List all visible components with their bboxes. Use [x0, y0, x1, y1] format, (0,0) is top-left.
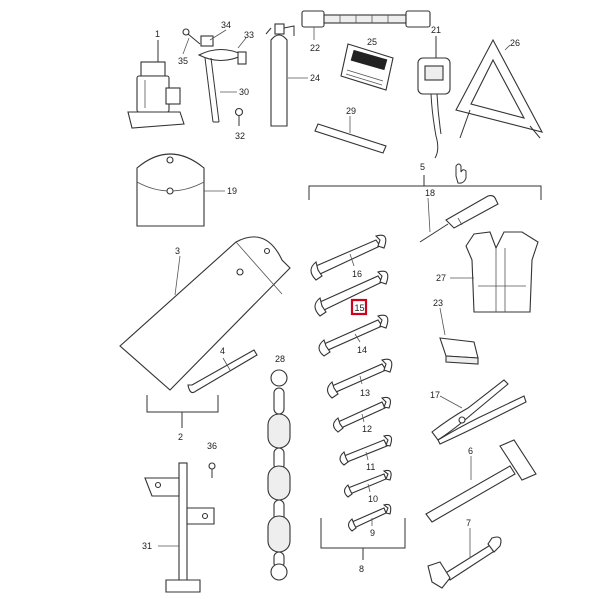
part-26-warning-triangle[interactable]	[455, 38, 544, 139]
callout-4: 4	[220, 346, 225, 356]
part-12-wrench[interactable]	[332, 396, 391, 433]
callout-30: 30	[239, 87, 249, 97]
callout-8: 8	[359, 564, 364, 574]
part-10-wrench[interactable]	[343, 469, 392, 498]
part-16-wrench[interactable]	[310, 234, 387, 281]
part-21-inspection-lamp[interactable]	[417, 36, 451, 159]
callout-16: 16	[352, 269, 362, 279]
callout-15-highlight[interactable]: 15	[350, 298, 368, 316]
callout-7: 7	[466, 518, 471, 528]
callout-6: 6	[468, 446, 473, 456]
callout-28: 28	[275, 354, 285, 364]
part-7-adjustable-wrench[interactable]	[427, 536, 502, 589]
part-11-wrench[interactable]	[339, 434, 393, 466]
callout-1: 1	[155, 29, 160, 39]
group-bracket-2	[146, 395, 219, 413]
part-3-tool-bag[interactable]	[119, 236, 291, 391]
callout-27: 27	[436, 273, 446, 283]
callout-21: 21	[431, 25, 441, 35]
callout-33: 33	[244, 30, 254, 40]
part-24-fire-extinguisher[interactable]	[265, 23, 295, 127]
part-14-wrench[interactable]	[318, 314, 389, 357]
callout-13: 13	[360, 388, 370, 398]
part-15-wrench[interactable]	[314, 270, 389, 317]
callout-31: 31	[142, 541, 152, 551]
callout-25: 25	[367, 37, 377, 47]
callout-11: 11	[366, 462, 375, 472]
hand-pointer-icon	[455, 163, 467, 184]
callout-5: 5	[420, 162, 425, 172]
part-13-wrench[interactable]	[326, 358, 393, 399]
part-29-bar[interactable]	[314, 123, 387, 154]
part-28-chain[interactable]	[267, 369, 291, 581]
callout-23: 23	[433, 298, 443, 308]
part-18-screwdriver[interactable]	[419, 194, 499, 243]
part-6-hammer[interactable]	[425, 439, 537, 523]
part-27-safety-vest[interactable]	[465, 231, 539, 313]
part-1-hydraulic-jack[interactable]	[127, 40, 185, 129]
callout-10: 10	[368, 494, 378, 504]
group-bracket-5	[308, 185, 542, 200]
callout-9: 9	[370, 528, 375, 538]
callout-3: 3	[175, 246, 180, 256]
callout-19: 19	[227, 186, 237, 196]
part-23-box[interactable]	[439, 337, 479, 365]
callout-24: 24	[310, 73, 320, 83]
part-22-gauge-tool[interactable]	[301, 10, 431, 28]
part-31-mounting-bracket[interactable]	[144, 462, 215, 593]
callout-26: 26	[510, 38, 520, 48]
part-9-wrench[interactable]	[347, 503, 392, 532]
callout-35: 35	[178, 56, 188, 66]
callout-22: 22	[310, 43, 320, 53]
part-36-bolt[interactable]	[208, 462, 216, 478]
callout-36: 36	[207, 441, 217, 451]
part-19-tool-pouch[interactable]	[136, 153, 205, 227]
callout-2: 2	[178, 432, 183, 442]
part-4-bar-handle[interactable]	[187, 349, 258, 394]
callout-15: 15	[355, 303, 365, 313]
callout-34: 34	[221, 20, 231, 30]
callout-32: 32	[235, 131, 245, 141]
callout-29: 29	[346, 106, 356, 116]
callout-17: 17	[430, 390, 440, 400]
part-30-jack-handle[interactable]	[182, 28, 247, 126]
callout-12: 12	[362, 424, 372, 434]
part-25-instruction-card[interactable]	[340, 43, 394, 91]
callout-18: 18	[425, 188, 435, 198]
callout-14: 14	[357, 345, 367, 355]
part-17-pliers[interactable]	[431, 379, 527, 445]
